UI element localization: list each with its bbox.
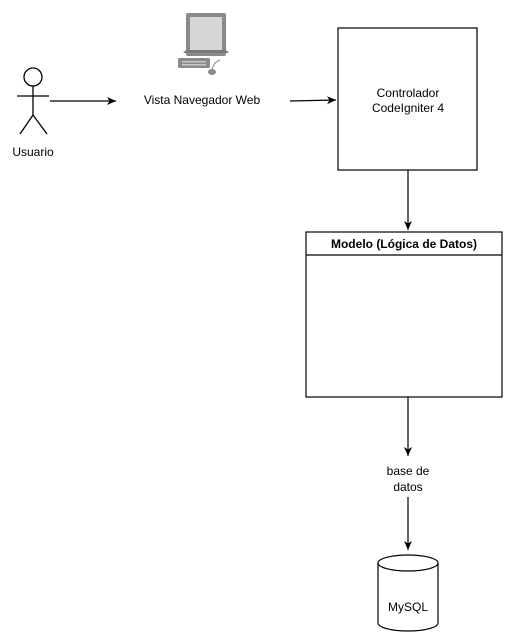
browser-view-label: Vista Navegador Web	[144, 93, 261, 107]
controller-box	[337, 27, 478, 171]
db-edge-label-line1: base de	[387, 464, 430, 478]
model-box	[305, 231, 503, 398]
arrow-browser-to-controller	[289, 96, 337, 105]
database-cylinder-icon	[377, 554, 439, 632]
database-label: MySQL	[388, 600, 428, 614]
desktop-computer-icon	[178, 13, 229, 75]
user-actor-icon	[17, 67, 49, 135]
controller-label-line1: Controlador	[377, 86, 440, 100]
model-title: Modelo (Lógica de Datos)	[331, 237, 477, 251]
db-edge-label-line2: datos	[393, 480, 422, 494]
user-actor-label: Usuario	[12, 145, 54, 159]
controller-label-line2: CodeIgniter 4	[372, 101, 444, 115]
